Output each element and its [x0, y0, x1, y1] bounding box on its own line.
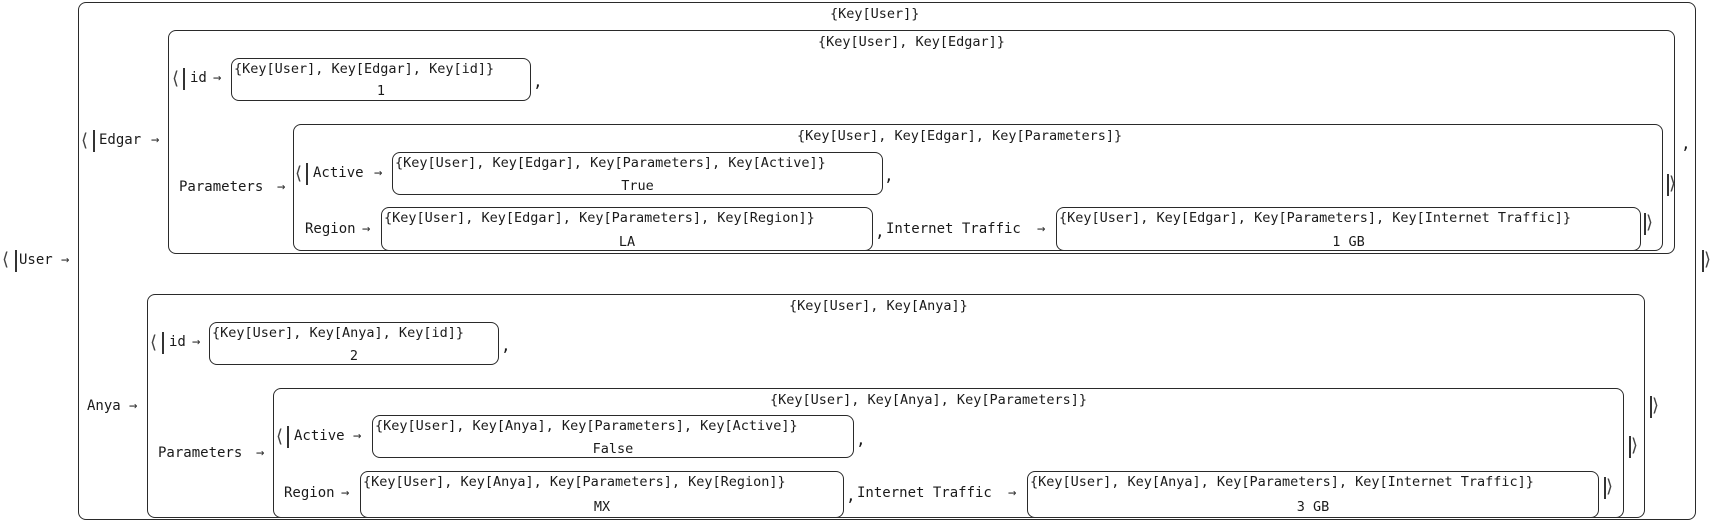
- outer-open-angle: ⟨: [2, 249, 10, 270]
- anya-traffic-frame[interactable]: [1027, 471, 1599, 518]
- edgar-active-arrow: →: [374, 165, 383, 181]
- anya-id-comma: ,: [501, 336, 511, 355]
- inner-close-bar: [1650, 396, 1652, 418]
- edgar-active-path: {Key[User], Key[Edgar], Key[Parameters],…: [395, 155, 826, 171]
- anya-region-comma: ,: [846, 486, 856, 505]
- anya-id-value: 2: [349, 348, 359, 364]
- anya-active-arrow: →: [353, 428, 362, 444]
- anya-id-arrow: →: [192, 334, 201, 350]
- inner-open-bar: [93, 130, 95, 152]
- anya-assoc-open-bar: [162, 332, 164, 354]
- anya-assoc-close-bar: [1629, 436, 1631, 458]
- edgar-comma: ,: [1681, 134, 1691, 153]
- edgar-frame-label: {Key[User], Key[Edgar]}: [818, 34, 1005, 50]
- outer-close-bar: [1702, 250, 1704, 272]
- anya-region-frame[interactable]: [360, 471, 844, 518]
- edgar-traffic-path: {Key[User], Key[Edgar], Key[Parameters],…: [1059, 210, 1572, 226]
- edgar-id-frame[interactable]: [231, 58, 531, 101]
- edgar-id-arrow: →: [213, 70, 222, 86]
- edgar-id-value: 1: [376, 83, 386, 99]
- edgar-key-label[interactable]: Edgar: [99, 132, 142, 148]
- anya-frame-label: {Key[User], Key[Anya]}: [789, 298, 968, 314]
- inner-open-angle: ⟨: [81, 130, 89, 151]
- user-arrow: →: [61, 252, 70, 268]
- anya-active-comma: ,: [856, 430, 866, 449]
- edgar-active-comma: ,: [884, 166, 894, 185]
- edgar-region-value: LA: [618, 234, 636, 250]
- anya-traffic-value: 3 GB: [1296, 499, 1330, 515]
- edgar-region-label[interactable]: Region: [305, 221, 356, 237]
- edgar-arrow: →: [151, 132, 160, 148]
- edgar-active-frame[interactable]: [392, 152, 883, 195]
- edgar-region-path: {Key[User], Key[Edgar], Key[Parameters],…: [384, 210, 815, 226]
- edgar-parameters-frame-label: {Key[User], Key[Edgar], Key[Parameters]}: [797, 128, 1123, 144]
- anya-params-open: ⟨: [276, 426, 284, 447]
- anya-traffic-label[interactable]: Internet Traffic: [857, 485, 992, 501]
- user-value-frame[interactable]: [78, 2, 1696, 520]
- edgar-assoc-close: ⟩: [1669, 173, 1677, 194]
- edgar-params-open: ⟨: [295, 163, 303, 184]
- anya-region-label[interactable]: Region: [284, 485, 335, 501]
- inner-close-angle: ⟩: [1652, 395, 1660, 416]
- edgar-active-label[interactable]: Active: [313, 165, 364, 181]
- anya-params-open-bar: [287, 426, 289, 448]
- anya-active-label[interactable]: Active: [294, 428, 345, 444]
- edgar-id-comma: ,: [533, 72, 543, 91]
- outer-open-bar: [15, 250, 17, 272]
- anya-active-value: False: [592, 441, 634, 457]
- edgar-region-frame[interactable]: [381, 207, 873, 251]
- edgar-value-frame[interactable]: [168, 30, 1675, 254]
- anya-params-close: ⟩: [1606, 476, 1614, 497]
- edgar-params-open-bar: [306, 163, 308, 185]
- anya-region-value: MX: [593, 499, 611, 515]
- edgar-parameters-arrow: →: [277, 179, 286, 195]
- anya-parameters-frame[interactable]: [273, 388, 1624, 518]
- edgar-active-value: True: [621, 178, 654, 194]
- edgar-traffic-arrow: →: [1037, 221, 1046, 237]
- anya-arrow: →: [129, 398, 138, 414]
- anya-traffic-arrow: →: [1008, 485, 1017, 501]
- edgar-params-close-bar: [1644, 213, 1646, 235]
- user-frame-label: {Key[User]}: [830, 6, 920, 22]
- anya-parameters-label[interactable]: Parameters: [158, 445, 243, 461]
- edgar-params-close: ⟩: [1646, 212, 1654, 233]
- edgar-region-arrow: →: [362, 221, 371, 237]
- anya-id-frame[interactable]: [209, 322, 499, 365]
- edgar-parameters-label[interactable]: Parameters: [179, 179, 264, 195]
- anya-region-arrow: →: [341, 485, 350, 501]
- edgar-assoc-close-bar: [1667, 174, 1669, 196]
- edgar-traffic-frame[interactable]: [1056, 207, 1641, 251]
- anya-active-frame[interactable]: [372, 415, 854, 458]
- anya-params-close-bar: [1604, 477, 1606, 499]
- anya-active-path: {Key[User], Key[Anya], Key[Parameters], …: [375, 418, 798, 434]
- anya-id-path: {Key[User], Key[Anya], Key[id]}: [212, 325, 464, 341]
- anya-traffic-path: {Key[User], Key[Anya], Key[Parameters], …: [1030, 474, 1534, 490]
- edgar-traffic-label[interactable]: Internet Traffic: [886, 221, 1021, 237]
- anya-key-label[interactable]: Anya: [87, 398, 121, 414]
- anya-region-path: {Key[User], Key[Anya], Key[Parameters], …: [363, 474, 786, 490]
- user-key-label[interactable]: User: [19, 252, 53, 268]
- edgar-assoc-open: ⟨: [172, 68, 180, 89]
- edgar-id-path: {Key[User], Key[Edgar], Key[id]}: [234, 61, 495, 77]
- edgar-parameters-frame[interactable]: [293, 124, 1663, 251]
- anya-assoc-open: ⟨: [150, 332, 158, 353]
- edgar-region-comma: ,: [875, 222, 885, 241]
- edgar-id-label[interactable]: id: [190, 70, 207, 86]
- anya-assoc-close: ⟩: [1631, 435, 1639, 456]
- anya-parameters-frame-label: {Key[User], Key[Anya], Key[Parameters]}: [770, 392, 1087, 408]
- edgar-traffic-value: 1 GB: [1332, 234, 1365, 250]
- anya-id-label[interactable]: id: [169, 334, 186, 350]
- edgar-assoc-open-bar: [183, 68, 185, 90]
- outer-close-angle: ⟩: [1704, 249, 1712, 270]
- anya-parameters-arrow: →: [256, 445, 265, 461]
